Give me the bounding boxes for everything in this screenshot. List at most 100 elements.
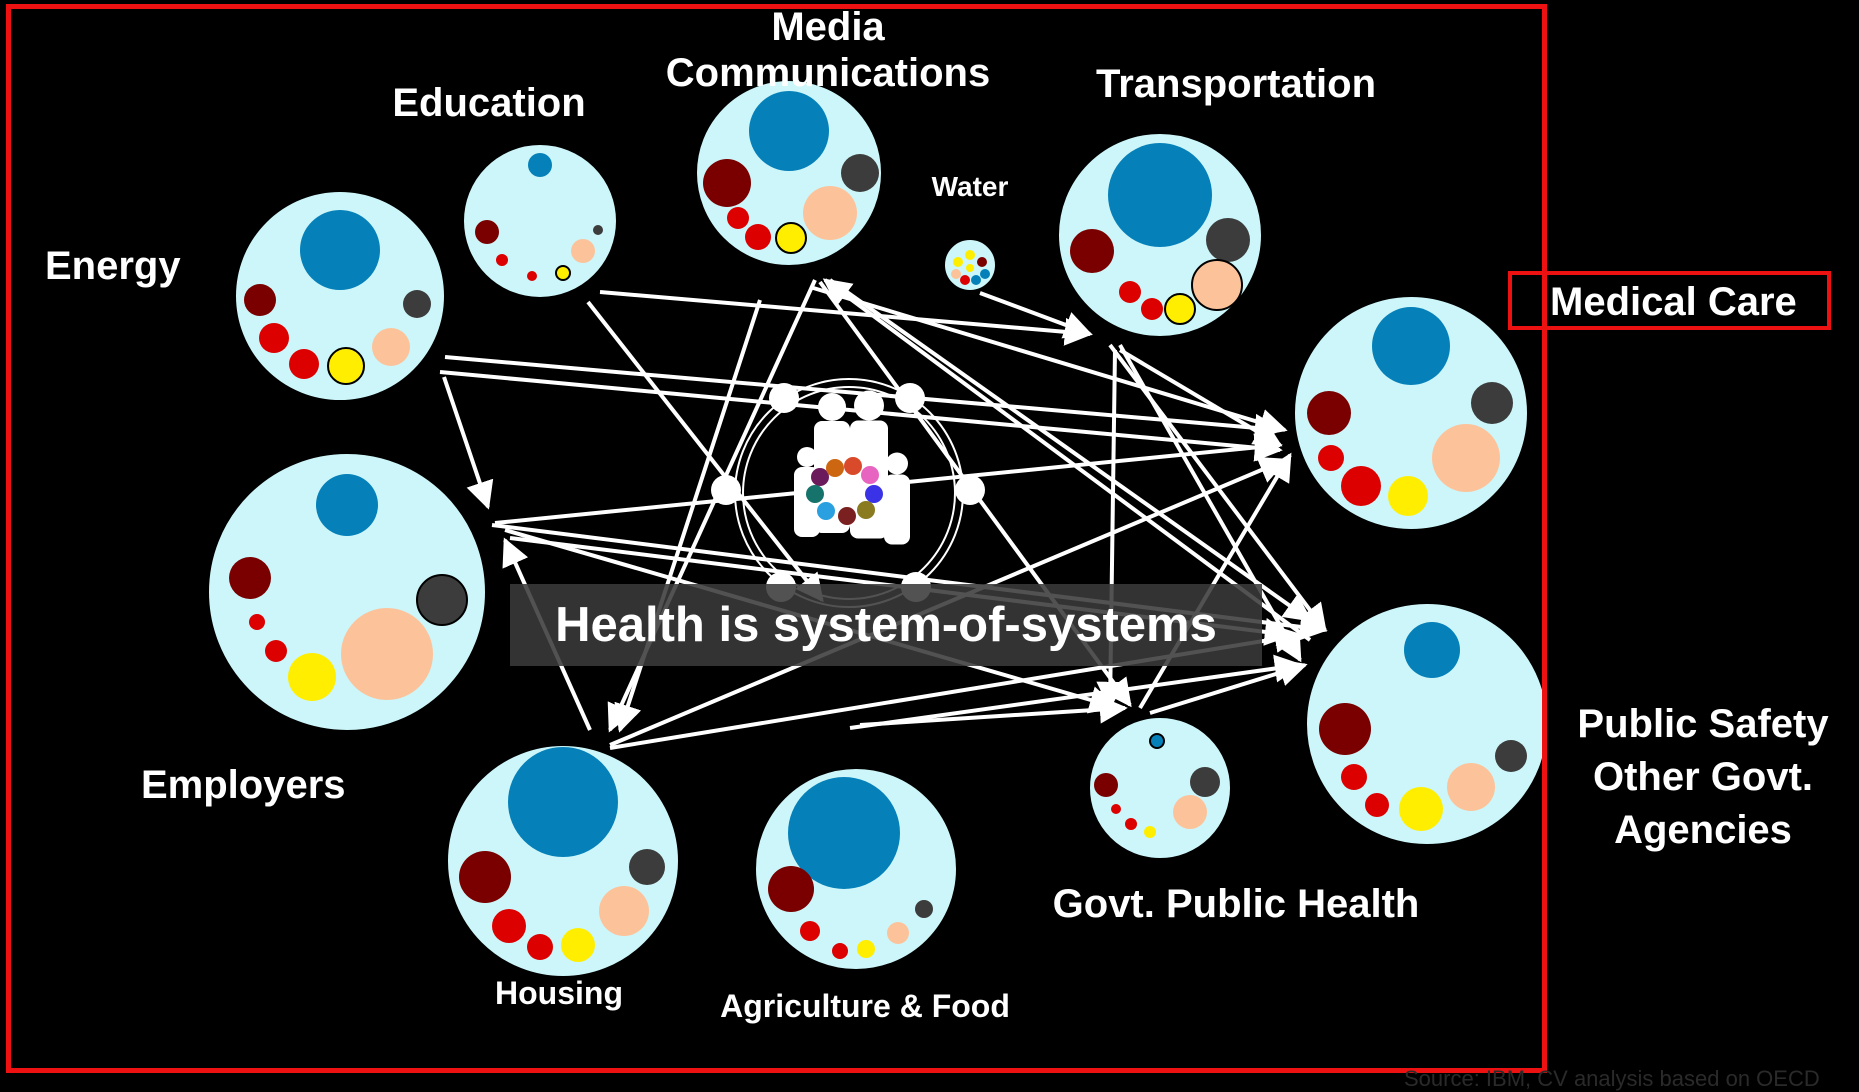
hub-dot (844, 457, 862, 475)
subsystem-dot (316, 474, 378, 536)
connection-arrow (1118, 348, 1283, 447)
subsystem-dot (1164, 293, 1196, 325)
subsystem-dot (788, 777, 900, 889)
hub-node (895, 383, 925, 413)
figure-body (884, 474, 910, 545)
sector-nodes (207, 79, 1549, 978)
subsystem-dot (1111, 804, 1121, 814)
subsystem-dot (1144, 826, 1156, 838)
subsystem-dot (1319, 703, 1371, 755)
source-note: Source: IBM, CV analysis based on OECD (1404, 1066, 1820, 1091)
subsystem-dot (800, 921, 820, 941)
subsystem-dot (1307, 391, 1351, 435)
subsystem-dot (459, 851, 511, 903)
subsystem-dot (403, 290, 431, 318)
subsystem-dot (1372, 307, 1450, 385)
label-medical-care: Medical Care (1550, 280, 1797, 324)
subsystem-dot (259, 323, 289, 353)
figure-head (886, 452, 908, 475)
node-energy (234, 190, 446, 402)
connection-arrow (586, 300, 824, 603)
node-education (462, 143, 618, 299)
subsystem-dot (289, 349, 319, 379)
subsystem-dot (341, 608, 433, 700)
hub-dot (838, 507, 856, 525)
subsystem-dot (1094, 773, 1118, 797)
subsystem-dot (416, 574, 468, 626)
hub-node (769, 383, 799, 413)
subsystem-dot (599, 886, 649, 936)
label-transportation: Transportation (1095, 62, 1377, 106)
hub-dot (817, 502, 835, 520)
subsystem-dot (1190, 767, 1220, 797)
connection-arrow (828, 278, 1313, 622)
subsystem-dot (966, 264, 974, 272)
hub-node (955, 475, 985, 505)
subsystem-dot (745, 224, 771, 250)
connection-arrow (1118, 344, 1302, 663)
subsystem-dot (971, 275, 981, 285)
subsystem-dot (555, 265, 571, 281)
subsystem-dot (1119, 281, 1141, 303)
subsystem-dot (527, 934, 553, 960)
subsystem-dot (1191, 259, 1243, 311)
subsystem-dot (887, 922, 909, 944)
subsystem-dot (1341, 764, 1367, 790)
label-water: Water (931, 171, 1009, 202)
node-water (943, 238, 997, 292)
hub-node (711, 475, 741, 505)
subsystem-dot (1365, 793, 1389, 817)
subsystem-dot (1318, 445, 1344, 471)
label-employers: Employers (141, 763, 346, 807)
subsystem-dot (1388, 476, 1428, 516)
hub-dot (857, 501, 875, 519)
subsystem-dot (980, 269, 990, 279)
subsystem-dot (244, 284, 276, 316)
subsystem-dot (561, 928, 595, 962)
subsystem-dot (1206, 218, 1250, 262)
figure-head (797, 447, 817, 467)
subsystem-dot (508, 747, 618, 857)
subsystem-dot (229, 557, 271, 599)
node-housing (446, 744, 680, 978)
subsystem-dot (372, 328, 410, 366)
subsystem-dot (1399, 787, 1443, 831)
label-education: Education (392, 81, 586, 125)
subsystem-dot (1125, 818, 1137, 830)
hub-dot (826, 459, 844, 477)
subsystem-dot (1108, 143, 1212, 247)
subsystem-dot (492, 909, 526, 943)
subsystem-dot (1495, 740, 1527, 772)
connection-arrow (1149, 659, 1308, 715)
subsystem-dot (727, 207, 749, 229)
subsystem-dot (775, 222, 807, 254)
node-employers (207, 452, 487, 732)
subsystem-dot (960, 275, 970, 285)
label-energy: Energy (45, 244, 181, 288)
hub-dot (861, 466, 879, 484)
connection-arrow (809, 285, 1288, 437)
subsystem-dot (265, 640, 287, 662)
hub-dot (811, 468, 829, 486)
banner-health-system-of-systems: Health is system-of-systems (510, 584, 1262, 666)
connection-arrow (822, 278, 1312, 642)
subsystem-dot (629, 849, 665, 885)
subsystem-dot (1432, 424, 1500, 492)
subsystem-dot (327, 347, 365, 385)
subsystem-dot (1149, 733, 1165, 749)
node-govt-public-health (1088, 716, 1232, 860)
subsystem-dot (496, 254, 508, 266)
label-govt-public-health: Govt. Public Health (1052, 882, 1420, 926)
subsystem-dot (803, 186, 857, 240)
subsystem-dot (1471, 382, 1513, 424)
subsystem-dot (951, 269, 961, 279)
figure-head (854, 390, 884, 421)
subsystem-dot (965, 250, 975, 260)
node-agriculture-food (754, 767, 958, 971)
figure-body (794, 467, 820, 537)
subsystem-dot (1141, 298, 1163, 320)
subsystem-dot (475, 220, 499, 244)
subsystem-dot (915, 900, 933, 918)
subsystem-dot (300, 210, 380, 290)
